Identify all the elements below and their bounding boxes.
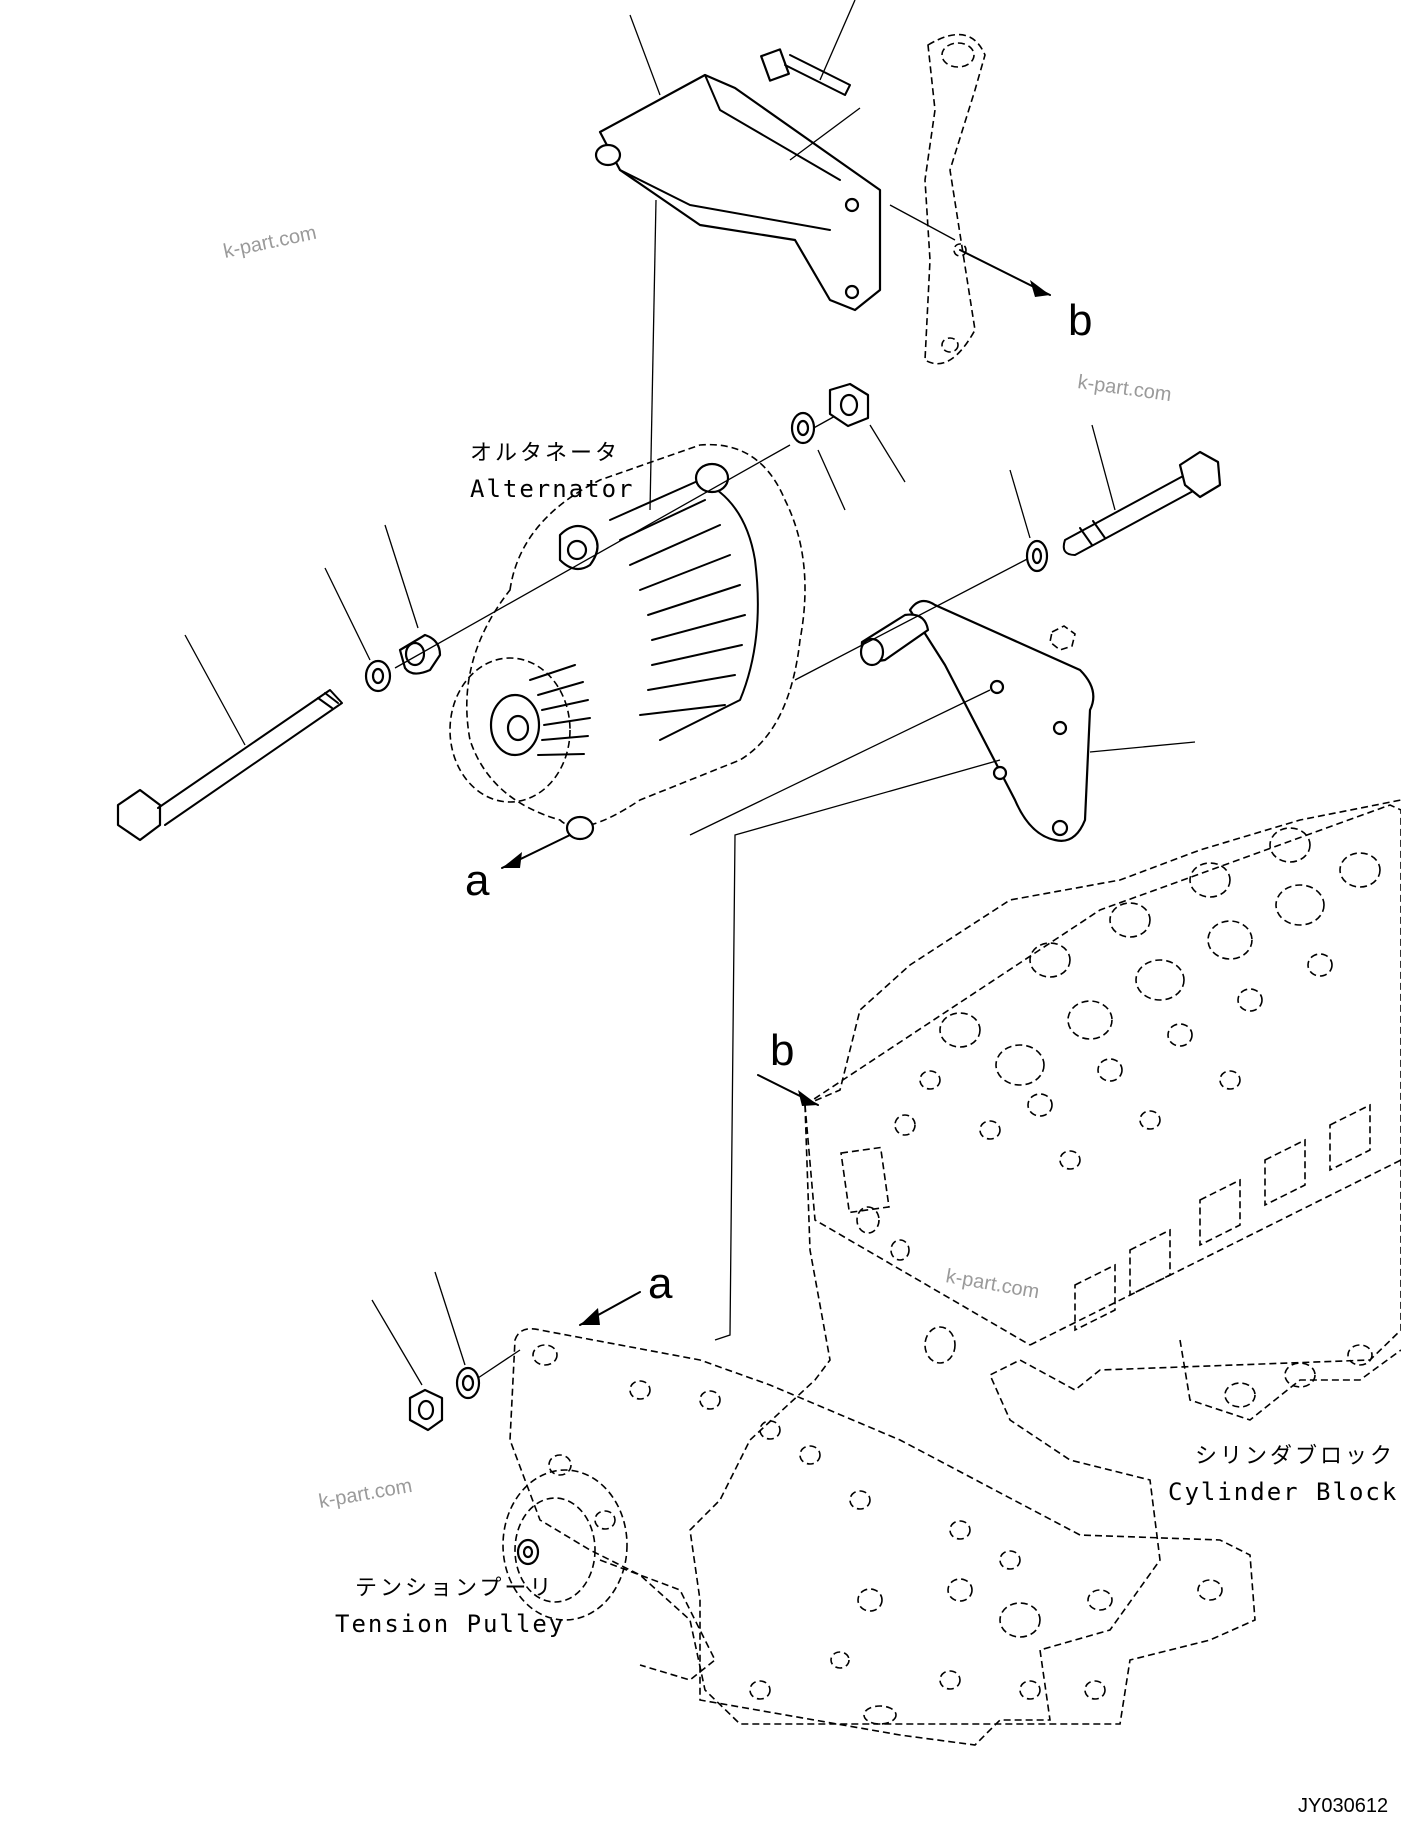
arrow-a-upper xyxy=(501,834,571,869)
ref-b-lower: b xyxy=(770,1026,794,1075)
cylinder-block-label-jp: シリンダブロック xyxy=(1195,1444,1395,1469)
ref-b-top: b xyxy=(1068,296,1092,345)
leader-line xyxy=(324,567,371,661)
axis-line xyxy=(794,554,1036,681)
washer-upper[interactable] xyxy=(790,411,816,445)
leader-line xyxy=(434,1271,466,1366)
watermark: k-part.com xyxy=(317,1475,414,1513)
washer-right[interactable] xyxy=(1025,539,1049,573)
lower-bracket[interactable] xyxy=(859,599,1095,842)
front-cover[interactable] xyxy=(509,1327,1256,1725)
washer-left[interactable] xyxy=(364,659,392,693)
leader-line xyxy=(384,524,419,629)
drawing-code: JY030612 xyxy=(1298,1795,1388,1817)
arrow-a-lower xyxy=(579,1291,641,1326)
leader-line xyxy=(629,14,661,96)
arrow-b-lower xyxy=(757,1074,819,1106)
upper-bracket[interactable] xyxy=(594,73,882,312)
link-line xyxy=(889,204,956,241)
small-nut-right[interactable] xyxy=(1049,625,1076,651)
connector-line xyxy=(649,199,657,511)
leader-line xyxy=(1091,424,1116,511)
cylinder-block-label-en: Cylinder Block xyxy=(1168,1478,1398,1506)
tension-pulley-label-jp: テンションプーリ xyxy=(355,1576,554,1601)
alternator[interactable] xyxy=(449,443,806,841)
alternator-label-en: Alternator xyxy=(470,475,635,503)
axis-line xyxy=(689,689,991,836)
watermark: k-part.com xyxy=(221,222,318,263)
watermark: k-part.com xyxy=(1076,371,1173,406)
cylinder-block[interactable] xyxy=(689,799,1401,1746)
tension-pulley-label-en: Tension Pulley xyxy=(335,1610,565,1638)
link-bar[interactable] xyxy=(924,33,986,365)
axis-line xyxy=(477,1349,521,1379)
alternator-label-jp: オルタネータ xyxy=(470,441,620,466)
arrow-b-top xyxy=(959,249,1051,297)
leader-line xyxy=(869,424,906,483)
connector-line xyxy=(714,759,1001,1341)
leader-line xyxy=(817,449,846,511)
nut-lower[interactable] xyxy=(408,1388,444,1432)
axis-line xyxy=(394,444,791,669)
watermark: k-part.com xyxy=(944,1265,1041,1303)
nut-upper[interactable] xyxy=(828,382,870,428)
ref-a-lower: a xyxy=(648,1259,673,1308)
top-bolt[interactable] xyxy=(760,48,851,96)
leader-line xyxy=(1089,741,1196,753)
long-bolt-left[interactable] xyxy=(116,689,343,842)
leader-line xyxy=(789,107,861,161)
ref-a-upper: a xyxy=(465,856,490,905)
leader-line xyxy=(371,1299,423,1386)
bolt-right[interactable] xyxy=(1062,450,1222,556)
tension-pulley[interactable] xyxy=(502,1469,717,1681)
leader-line xyxy=(1009,469,1031,539)
washer-lower[interactable] xyxy=(455,1366,481,1400)
leader-line xyxy=(819,0,856,81)
leader-line xyxy=(184,634,246,746)
